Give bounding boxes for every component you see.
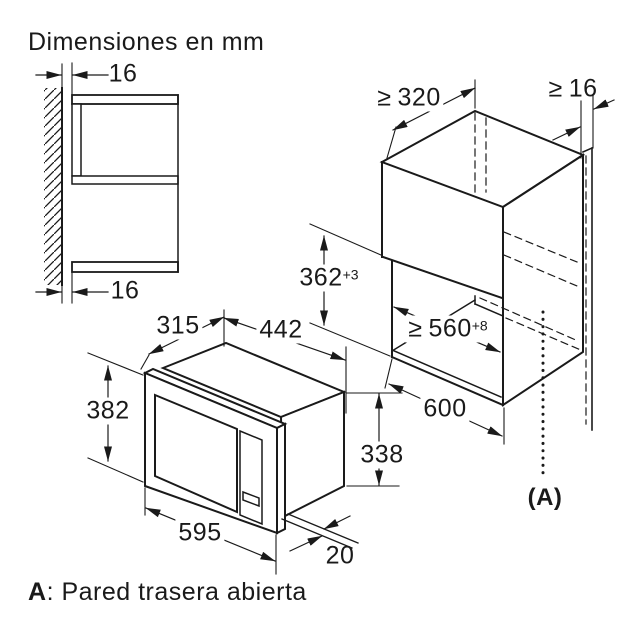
dim-600-label: 600 — [420, 395, 470, 423]
body-plane-line — [287, 513, 359, 544]
cabinet-back-strip-section — [71, 103, 82, 177]
door-handle-button — [242, 490, 260, 508]
frame-plane-line — [281, 518, 353, 549]
dim-338-label: 338 — [357, 441, 407, 469]
cabinet-bottom-panel-section — [71, 261, 179, 273]
cabinet-top-panel-section — [71, 94, 179, 105]
cabinet-shelf-section — [71, 175, 179, 185]
niche-floor-back-edge — [474, 303, 504, 317]
dim-16-top-label: 16 — [108, 59, 138, 88]
dim-20-arrow-right — [323, 515, 351, 530]
cabinet-drawing — [379, 109, 594, 431]
callout-A-label: (A) — [527, 484, 563, 511]
dim-595-label: 595 — [175, 519, 225, 547]
dim-20-arrow-left — [289, 535, 323, 552]
page-title: Dimensiones en mm — [28, 28, 265, 56]
dim-16-bottom-label: 16 — [110, 276, 140, 305]
footnote: A: Pared trasera abierta — [28, 578, 307, 606]
niche-ceiling-front-edge — [381, 255, 504, 300]
dim-442-label: 442 — [256, 316, 306, 344]
dim-16r-arrow-right — [593, 99, 615, 110]
rear-wall-panel-top — [581, 146, 594, 154]
door-frame-side-edge — [276, 422, 286, 535]
dim-560-label: ≥560+8 — [405, 315, 491, 343]
niche-floor-front-edge — [391, 349, 502, 398]
microwave-drawing — [142, 341, 347, 535]
wall-section-detail — [35, 62, 179, 304]
wall-hatching — [44, 88, 62, 285]
dim-320-label: ≥320 — [374, 84, 444, 112]
dim-362-label: 362+3 — [296, 264, 362, 292]
dim-20-label: 20 — [325, 541, 355, 570]
dim-315-label: 315 — [153, 312, 203, 340]
dim-16r-arrow-left — [552, 126, 581, 141]
dim-382-label: 382 — [83, 397, 133, 425]
dim-16-rear-label: ≥16 — [548, 74, 598, 103]
